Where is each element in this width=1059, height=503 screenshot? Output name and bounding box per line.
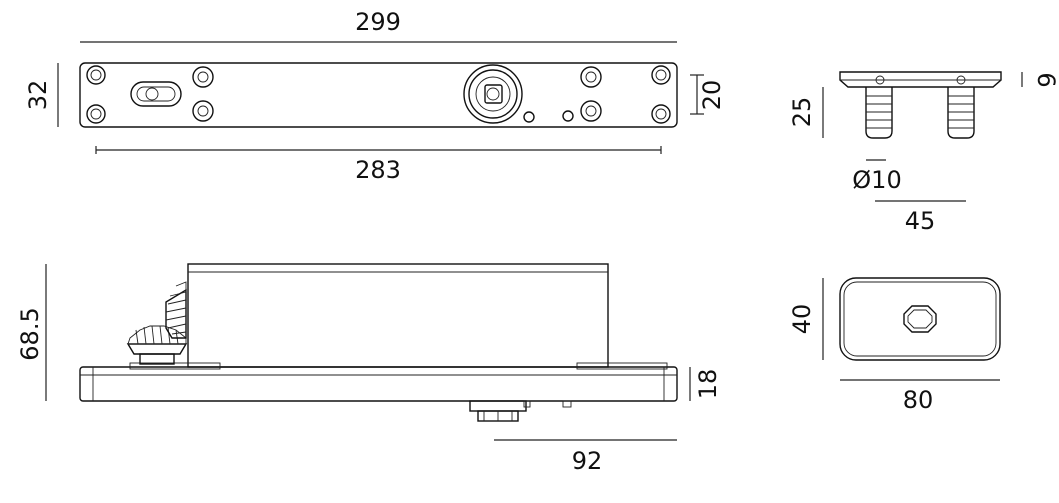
bevel-gear-assembly bbox=[126, 281, 188, 365]
bracket-plate bbox=[839, 71, 1002, 88]
dim-label-d10: Ø10 bbox=[852, 166, 901, 194]
spindle-bottom bbox=[469, 400, 572, 422]
dim-label-20: 20 bbox=[698, 80, 726, 111]
dim-label-68-5: 68.5 bbox=[16, 307, 44, 360]
cover-plate-outer bbox=[839, 277, 1001, 361]
threaded-pin-right bbox=[947, 87, 975, 139]
side-view: 68.5 18 92 bbox=[16, 263, 722, 475]
adjustment-slot bbox=[130, 81, 182, 107]
dim-label-25: 25 bbox=[788, 97, 816, 128]
dim-label-6: 6 bbox=[1032, 72, 1059, 87]
dim-label-299: 299 bbox=[355, 8, 401, 36]
dim-label-18: 18 bbox=[694, 369, 722, 400]
dim-label-45: 45 bbox=[905, 207, 936, 235]
spindle bbox=[463, 64, 523, 124]
mounting-holes bbox=[86, 65, 671, 124]
dim-label-40: 40 bbox=[788, 304, 816, 335]
cover-plate-view: 40 80 bbox=[788, 277, 1001, 414]
top-view: 299 bbox=[24, 8, 726, 184]
bracket-view: 6 25 Ø10 45 bbox=[788, 71, 1059, 235]
top-view-body bbox=[79, 62, 678, 128]
dim-label-283: 283 bbox=[355, 156, 401, 184]
dim-label-32: 32 bbox=[24, 80, 52, 111]
dim-label-80: 80 bbox=[903, 386, 934, 414]
threaded-pin-left bbox=[865, 87, 893, 139]
cover-plate-inner bbox=[843, 281, 997, 357]
side-view-base-plate bbox=[79, 366, 678, 402]
cover-plate-slot bbox=[903, 305, 937, 333]
side-view-housing bbox=[187, 263, 609, 368]
dim-label-92: 92 bbox=[572, 447, 603, 475]
